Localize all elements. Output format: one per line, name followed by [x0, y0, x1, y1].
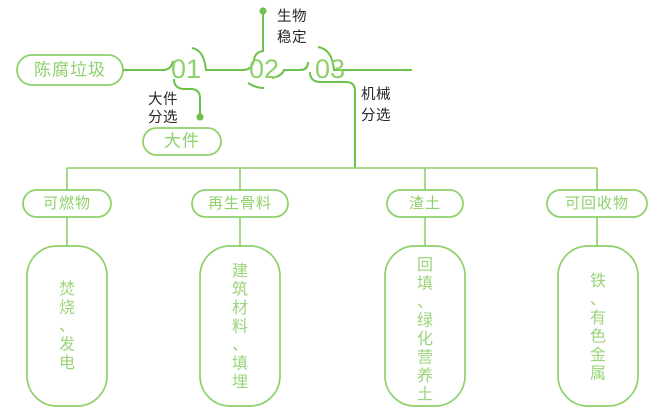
output-pill-1-label: 可燃物 — [43, 194, 91, 212]
output-usage-box-4-text: 铁、有色金属 — [590, 272, 606, 383]
output-branch-1: 可燃物 焚烧、发电 — [22, 189, 112, 407]
stage-02-process-label: 生物 稳定 — [277, 8, 307, 46]
output-usage-box-1-text: 焚烧、发电 — [59, 280, 75, 372]
output-usage-box-1[interactable]: 焚烧、发电 — [26, 245, 108, 407]
stage-03-process-line2: 分选 — [361, 107, 391, 124]
stage-01-output-pill-shape — [142, 127, 222, 156]
stage-01-branch-dot — [196, 113, 204, 121]
stage-03-process-label: 机械 分选 — [361, 86, 391, 124]
stage-02-node[interactable]: 02 — [242, 54, 309, 89]
stage-02-branch-dot — [259, 7, 267, 15]
output-usage-box-4[interactable]: 铁、有色金属 — [557, 245, 639, 407]
stage-02-process-line2: 稳定 — [277, 29, 307, 46]
stage-03-number: 03 — [315, 54, 345, 84]
stage-02-branch — [253, 7, 267, 61]
output-usage-box-3-shape — [384, 245, 466, 407]
stage-01-process-line1: 大件 — [148, 91, 178, 108]
stage-03-bracket-top — [317, 46, 412, 71]
source-label: 陈腐垃圾 — [34, 60, 106, 79]
output-usage-box-4-shape — [557, 245, 639, 407]
trunk-line-to-distribution — [309, 71, 356, 168]
stage-02-process-line1: 生物 — [277, 8, 307, 25]
stage-01-output-label: 大件 — [164, 131, 200, 150]
stage-02-bracket-left — [242, 59, 255, 71]
stage-02-bracket-left-lower — [247, 82, 265, 89]
output-pill-2[interactable]: 再生骨料 — [191, 189, 289, 218]
stage-01-branch-line — [173, 78, 201, 117]
stage-01-output-node[interactable]: 大件 — [142, 127, 222, 156]
stage-03-node[interactable]: 03 — [299, 46, 412, 84]
output-usage-box-2[interactable]: 建筑材料、填埋 — [199, 245, 281, 407]
output-branch-3: 渣土 回填、绿化营养土 — [384, 189, 466, 407]
output-branch-2: 再生骨料 建筑材料、填埋 — [191, 189, 289, 407]
stage-03-process-line1: 机械 — [361, 86, 391, 103]
stage-01-number: 01 — [171, 54, 201, 84]
stage-03-bracket-left — [299, 61, 309, 71]
output-pill-3[interactable]: 渣土 — [386, 189, 464, 218]
source-node[interactable]: 陈腐垃圾 — [16, 54, 124, 86]
output-usage-box-1-shape — [26, 245, 108, 407]
output-usage-box-2-text: 建筑材料、填埋 — [232, 262, 248, 391]
output-pill-4[interactable]: 可回收物 — [546, 189, 648, 218]
output-pill-4-label: 可回收物 — [565, 195, 629, 212]
output-pill-3-label: 渣土 — [409, 195, 441, 212]
stage-01-bracket-left — [162, 60, 174, 71]
output-usage-box-3[interactable]: 回填、绿化营养土 — [384, 245, 466, 407]
stage-02-branch-line — [253, 12, 264, 61]
stage-01-process-line2: 分选 — [148, 109, 178, 126]
stage-01-bracket-right — [191, 47, 243, 71]
stage-01-branch — [173, 78, 204, 121]
output-usage-box-3-text: 回填、绿化营养土 — [417, 257, 433, 404]
stage-01-process-label: 大件 分选 — [148, 91, 178, 126]
output-pill-1[interactable]: 可燃物 — [22, 189, 112, 218]
stage-01-node[interactable]: 01 — [162, 47, 243, 84]
output-pill-2-label: 再生骨料 — [208, 195, 272, 212]
output-branch-4: 可回收物 铁、有色金属 — [546, 189, 648, 407]
output-usage-box-2-shape — [199, 245, 281, 407]
